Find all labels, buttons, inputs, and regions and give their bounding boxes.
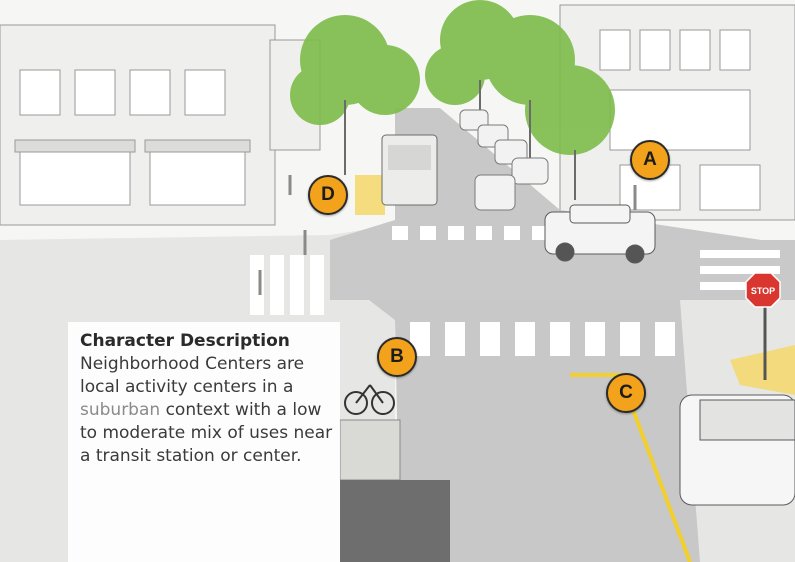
crosswalk-top: [392, 226, 548, 240]
character-description-panel: Character Description Neighborhood Cente…: [68, 322, 340, 562]
marker-c: C: [606, 373, 646, 413]
description-body: Neighborhood Centers are local activity …: [80, 353, 340, 468]
trees: [290, 0, 615, 155]
crosswalk-right: [700, 250, 780, 290]
description-title: Character Description: [80, 331, 290, 351]
description-text-end: context with a low to moderate mix of us…: [80, 400, 333, 466]
description-highlight: suburban: [80, 400, 161, 420]
crosswalk-left: [250, 255, 324, 315]
stop-sign: STOP: [745, 272, 781, 380]
bike-rack: [344, 384, 395, 415]
stop-sign-label: STOP: [751, 286, 775, 296]
marker-d: D: [308, 175, 348, 215]
suv: [544, 204, 656, 264]
marker-a: A: [630, 140, 670, 180]
left-buildings: [0, 24, 321, 226]
foreground-car: [679, 394, 795, 506]
description-text-start: Neighborhood Centers are local activity …: [80, 354, 305, 397]
parked-cars: [459, 109, 549, 211]
marker-b: B: [377, 337, 417, 377]
